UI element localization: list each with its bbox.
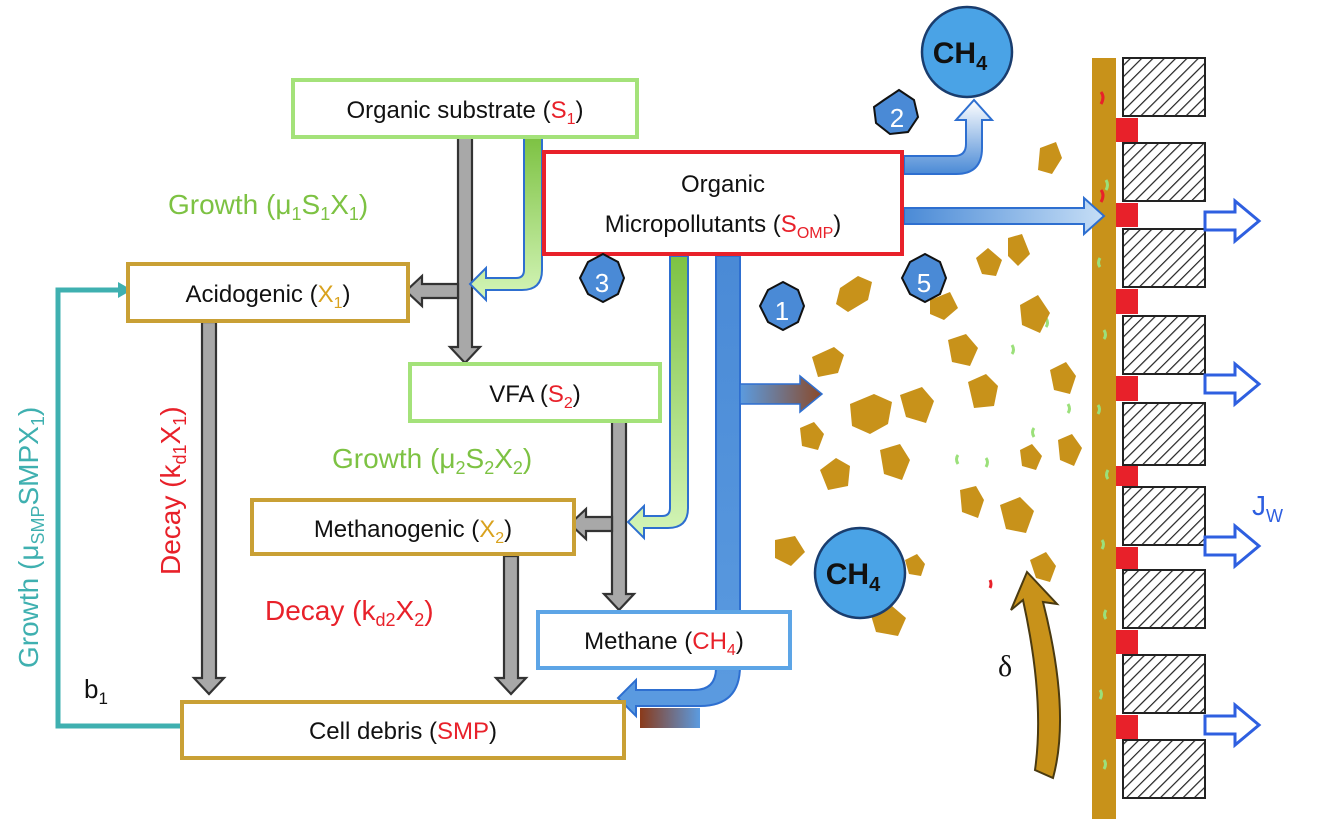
pathway-marker-2: 2 [872,88,920,136]
svg-text:CH4: CH4 [933,37,988,75]
growth-acidogenic-label: Growth (μ1S1X1) [168,189,368,224]
omp-squiggles [955,179,1110,770]
permeate-arrow [1203,522,1262,570]
box-methanogenic: Methanogenic (X2) [250,498,576,556]
growth-smp-label: Growth (μSMPSMPX1) [13,407,48,668]
permeate-arrows [1203,197,1262,749]
b1-label: b1 [84,674,108,708]
vfa-label: VFA (S2) [489,381,581,412]
methanogenic-decay-arrow [493,554,529,696]
membrane-pores [1116,118,1138,739]
box-acidogenic: Acidogenic (X1) [126,262,410,323]
box-methane: Methane (CH4) [536,610,792,670]
vfa-to-methane-arrow [601,419,637,612]
delta-label: δ [998,650,1012,683]
decay-methanogenic-label: Decay (kd2X2) [265,595,434,630]
permeate-arrow [1203,701,1262,749]
omp-to-acidogenic-arrow [468,137,543,303]
cell-debris-label: Cell debris (SMP) [309,718,497,745]
svg-text:3: 3 [595,268,609,298]
omp-label-line2: Micropollutants (SOMP) [605,211,842,242]
pathway-marker-3: 3 [578,252,626,304]
methane-label: Methane (CH4) [584,628,744,659]
cake-growth-arrow [1010,570,1061,780]
box-vfa: VFA (S2) [408,362,662,423]
substrate-to-acidogenic-arrow [404,273,460,309]
omp-to-floc-arrow [739,374,824,414]
membrane-cake-layer [1092,58,1116,819]
svg-text:5: 5 [917,268,931,298]
acidogenic-label: Acidogenic (X1) [186,281,351,312]
decay-acidogenic-label: Decay (kd1X1) [155,406,190,575]
omp-label-line1: Organic [681,171,765,198]
gray-arrows [191,121,637,696]
permeate-arrow [1203,197,1262,245]
jw-label: JW [1252,490,1283,526]
pathway-marker-1: 1 [758,280,806,332]
omp-volatilization-arrow [903,98,995,175]
pathway-markers: 2 3 1 5 [578,88,948,332]
organic-substrate-label: Organic substrate (S1) [346,97,583,128]
green-arrows [468,137,689,541]
svg-text:2: 2 [890,103,904,133]
substrate-to-vfa-arrow [447,121,483,365]
growth-smp-loop [55,282,180,729]
box-organic-substrate: Organic substrate (S1) [291,78,639,139]
sludge-flocs [775,142,1082,636]
omp-sorption-fill [640,708,700,728]
box-omp: Organic Micropollutants (SOMP) [542,150,904,256]
membrane [955,57,1262,819]
ch4-bubble-bottom: CH4 [813,526,907,620]
omp-red-squiggles [988,91,1105,589]
permeate-arrow [1203,360,1262,408]
vfa-to-methanogenic-arrow [568,506,614,542]
membrane-support [1122,57,1206,799]
omp-to-membrane-arrow [903,195,1106,237]
omp-to-methanogenic-arrow [626,255,689,541]
acidogenic-decay-arrow [191,320,227,696]
ch4-bubble-top: CH4 [920,5,1014,99]
svg-text:CH4: CH4 [826,558,881,596]
svg-text:1: 1 [775,296,789,326]
pathway-marker-5: 5 [900,252,948,304]
growth-methanogenic-label: Growth (μ2S2X2) [332,443,532,478]
methanogenic-label: Methanogenic (X2) [314,516,512,547]
box-cell-debris: Cell debris (SMP) [180,700,626,760]
